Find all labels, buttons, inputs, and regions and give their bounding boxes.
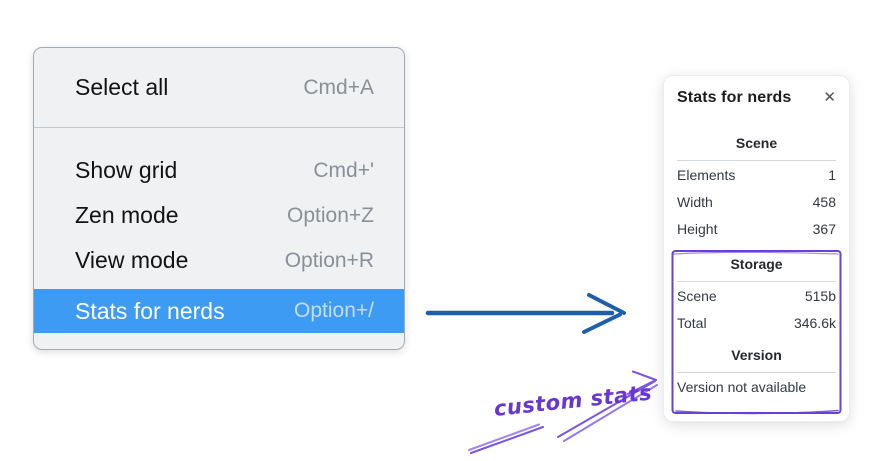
close-icon[interactable]: ✕ <box>823 89 836 106</box>
section-heading-version: Version <box>731 347 782 363</box>
version-message: Version not available <box>677 378 807 395</box>
stat-row-width: Width 458 <box>677 188 836 215</box>
stat-value: 1 <box>828 166 836 183</box>
menu-item-shortcut: Option+R <box>284 248 374 272</box>
stat-label: Height <box>677 220 718 237</box>
stat-label: Scene <box>677 287 717 304</box>
context-menu: Select all Cmd+A Show grid Cmd+' Zen mod… <box>33 47 405 350</box>
menu-item-shortcut: Option+/ <box>294 299 374 322</box>
stat-row-height: Height 367 <box>677 215 836 242</box>
menu-section: Show grid Cmd+' Zen mode Option+Z View m… <box>34 128 404 348</box>
stat-value: 458 <box>812 193 836 210</box>
section-heading-scene: Scene <box>735 135 778 151</box>
section-heading-storage: Storage <box>730 256 783 272</box>
panel-title: Stats for nerds <box>677 89 792 106</box>
menu-item-shortcut: Cmd+A <box>303 75 374 99</box>
section-divider <box>677 160 836 161</box>
menu-item-label: Select all <box>75 74 169 100</box>
menu-item-zen-mode[interactable]: Zen mode Option+Z <box>34 193 404 238</box>
stat-row-scene-size: Scene 515b <box>677 282 836 309</box>
menu-item-view-mode[interactable]: View mode Option+R <box>34 238 404 283</box>
menu-item-shortcut: Option+Z <box>287 203 374 227</box>
menu-item-label: Stats for nerds <box>75 297 225 324</box>
menu-divider <box>34 127 404 128</box>
stat-label: Width <box>677 193 713 210</box>
annotation-label: custom stats <box>492 380 654 421</box>
stat-row-elements: Elements 1 <box>677 161 836 188</box>
stat-label: Total <box>677 314 707 331</box>
menu-item-show-grid[interactable]: Show grid Cmd+' <box>34 148 404 193</box>
menu-item-label: View mode <box>75 247 189 273</box>
menu-item-label: Show grid <box>75 157 178 183</box>
menu-item-select-all[interactable]: Select all Cmd+A <box>34 48 404 127</box>
menu-item-shortcut: Cmd+' <box>313 158 374 182</box>
stat-value: 346.6k <box>793 314 836 331</box>
stat-value: 367 <box>812 220 836 237</box>
stats-panel-header: Stats for nerds ✕ <box>677 89 836 107</box>
menu-item-stats-for-nerds[interactable]: Stats for nerds Option+/ <box>34 289 404 333</box>
flow-arrow <box>425 293 626 334</box>
menu-item-label: Zen mode <box>75 202 179 228</box>
stat-label: Elements <box>677 166 736 183</box>
stats-panel: Stats for nerds ✕ Scene Elements 1 Width… <box>663 75 850 422</box>
stat-value: 515b <box>804 287 836 304</box>
stat-row-total-size: Total 346.6k <box>677 309 836 336</box>
